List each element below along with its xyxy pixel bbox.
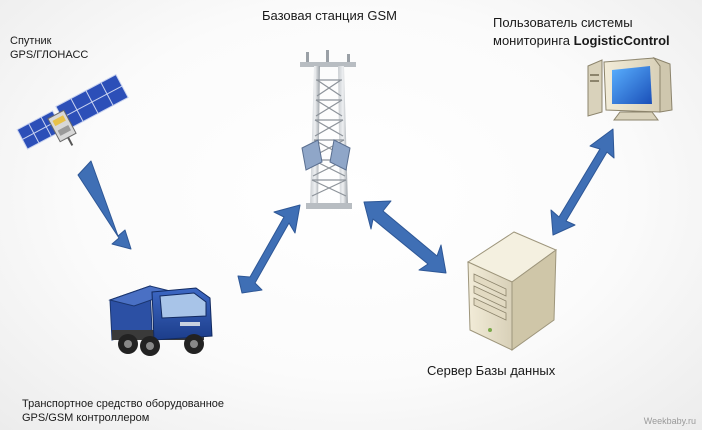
arrow-server-computer <box>550 128 615 236</box>
satellite-label-line2: GPS/ГЛОНАСС <box>10 49 89 61</box>
user-label: Пользователь системы мониторинга Logisti… <box>493 14 670 50</box>
truck-label-line2: GPS/GSM контроллером <box>22 412 150 424</box>
dump-truck-icon <box>108 285 213 356</box>
user-label-line2: мониторинга LogisticControl <box>493 32 670 50</box>
gsm-tower-icon <box>300 50 356 209</box>
satellite-label: Спутник GPS/ГЛОНАСС <box>10 34 88 62</box>
arrow-satellite-to-truck <box>77 160 132 250</box>
user-label-line2-prefix: мониторинга <box>493 33 574 48</box>
server-label: Сервер Базы данных <box>427 363 556 378</box>
server-icon <box>466 231 558 351</box>
satellite-label-line1: Спутник <box>10 35 52 47</box>
watermark: Weekbaby.ru <box>643 416 696 426</box>
truck-label-line1: Транспортное средство оборудованное <box>22 398 225 410</box>
satellite-icon <box>16 73 129 150</box>
arrow-tower-server <box>363 200 447 274</box>
truck-label: Транспортное средство оборудованное GPS/… <box>22 397 224 425</box>
computer-workstation-icon <box>587 56 673 121</box>
arrow-truck-tower <box>237 204 301 294</box>
user-label-line1: Пользователь системы <box>493 15 633 30</box>
logisticcontrol-brand: LogisticControl <box>573 33 670 48</box>
gsm-station-label: Базовая станция GSM <box>262 8 397 23</box>
